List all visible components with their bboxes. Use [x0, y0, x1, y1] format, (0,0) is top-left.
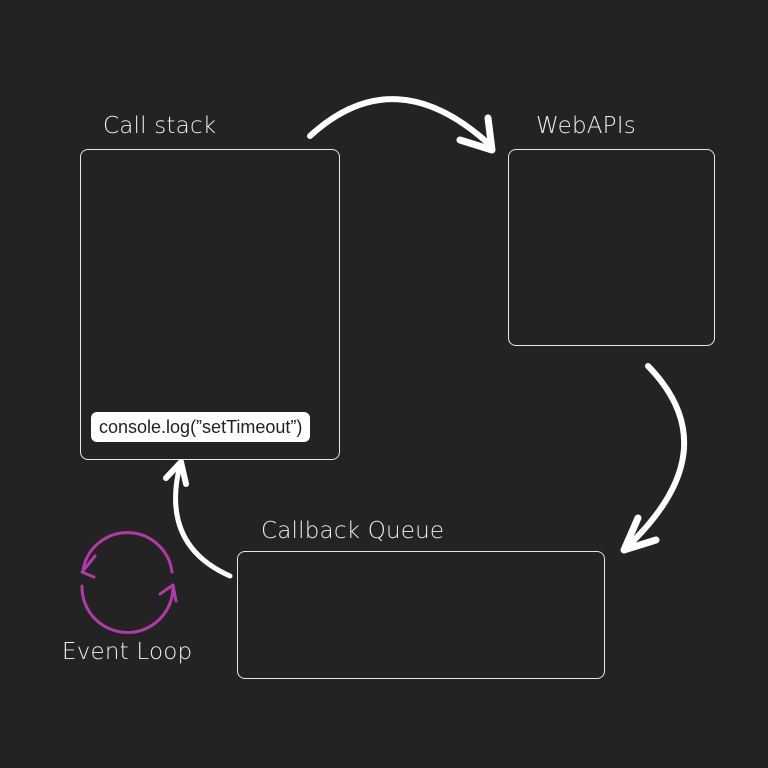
event-loop-label: Event Loop	[62, 639, 193, 665]
call-stack-label: Call stack	[103, 113, 217, 139]
callback-queue-box	[237, 551, 605, 679]
call-stack-box: console.log(”setTimeout”)	[80, 149, 340, 460]
refresh-cycle-icon	[80, 531, 178, 634]
arrow-callback-queue-to-call-stack	[163, 459, 233, 579]
call-stack-item: console.log(”setTimeout”)	[91, 412, 311, 442]
web-apis-box	[508, 149, 715, 346]
web-apis-label: WebAPIs	[536, 113, 636, 139]
callback-queue-label: Callback Queue	[261, 518, 445, 544]
arrow-webapis-to-callback-queue	[620, 363, 688, 554]
arrow-call-stack-to-webapis	[307, 96, 496, 154]
